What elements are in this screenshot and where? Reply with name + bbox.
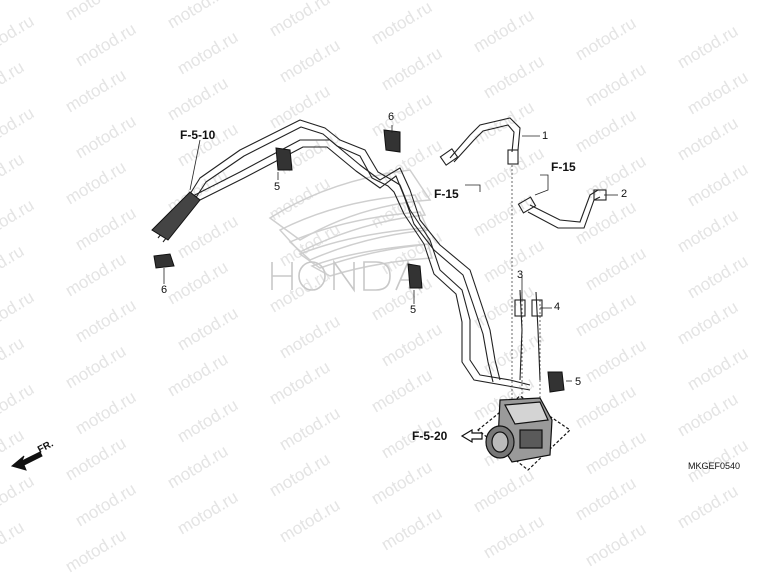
front-bracket <box>151 191 201 241</box>
clamp-6-lower <box>153 253 175 269</box>
secondary-brake-pipe <box>184 139 501 383</box>
abs-hoses <box>514 289 543 381</box>
part-number-1: 1 <box>542 130 549 142</box>
part-number-6-lower: 6 <box>161 284 168 296</box>
fr-arrow <box>10 451 43 471</box>
part-number-6-upper: 6 <box>388 111 395 123</box>
part-number-5-upper: 5 <box>274 181 281 193</box>
reference-f-15-mid[interactable]: F-15 <box>434 187 459 201</box>
honda-wordmark <box>271 259 421 293</box>
part-number-2: 2 <box>621 188 628 200</box>
main-brake-pipe <box>157 119 531 391</box>
part-number-5-right: 5 <box>575 376 582 388</box>
brake-pipe-1 <box>439 117 521 166</box>
clamp-6-upper <box>383 129 401 153</box>
clamp-5-upper <box>275 147 293 171</box>
clamp-5-mid <box>407 263 423 289</box>
diagram-code: MKGEF0540 <box>688 461 741 471</box>
reference-f-5-10[interactable]: F-5-10 <box>180 128 216 142</box>
part-number-5-mid: 5 <box>410 304 417 316</box>
brake-pipe-2 <box>517 189 607 229</box>
clamp-5-right <box>547 371 565 393</box>
abs-modulator <box>477 395 571 471</box>
reference-f-15-right[interactable]: F-15 <box>551 160 576 174</box>
leader-lines <box>163 125 618 382</box>
part-number-4: 4 <box>554 301 561 313</box>
reference-f-5-20[interactable]: F-5-20 <box>412 429 448 443</box>
f-5-20-arrow <box>460 428 483 444</box>
part-number-3: 3 <box>517 269 524 281</box>
